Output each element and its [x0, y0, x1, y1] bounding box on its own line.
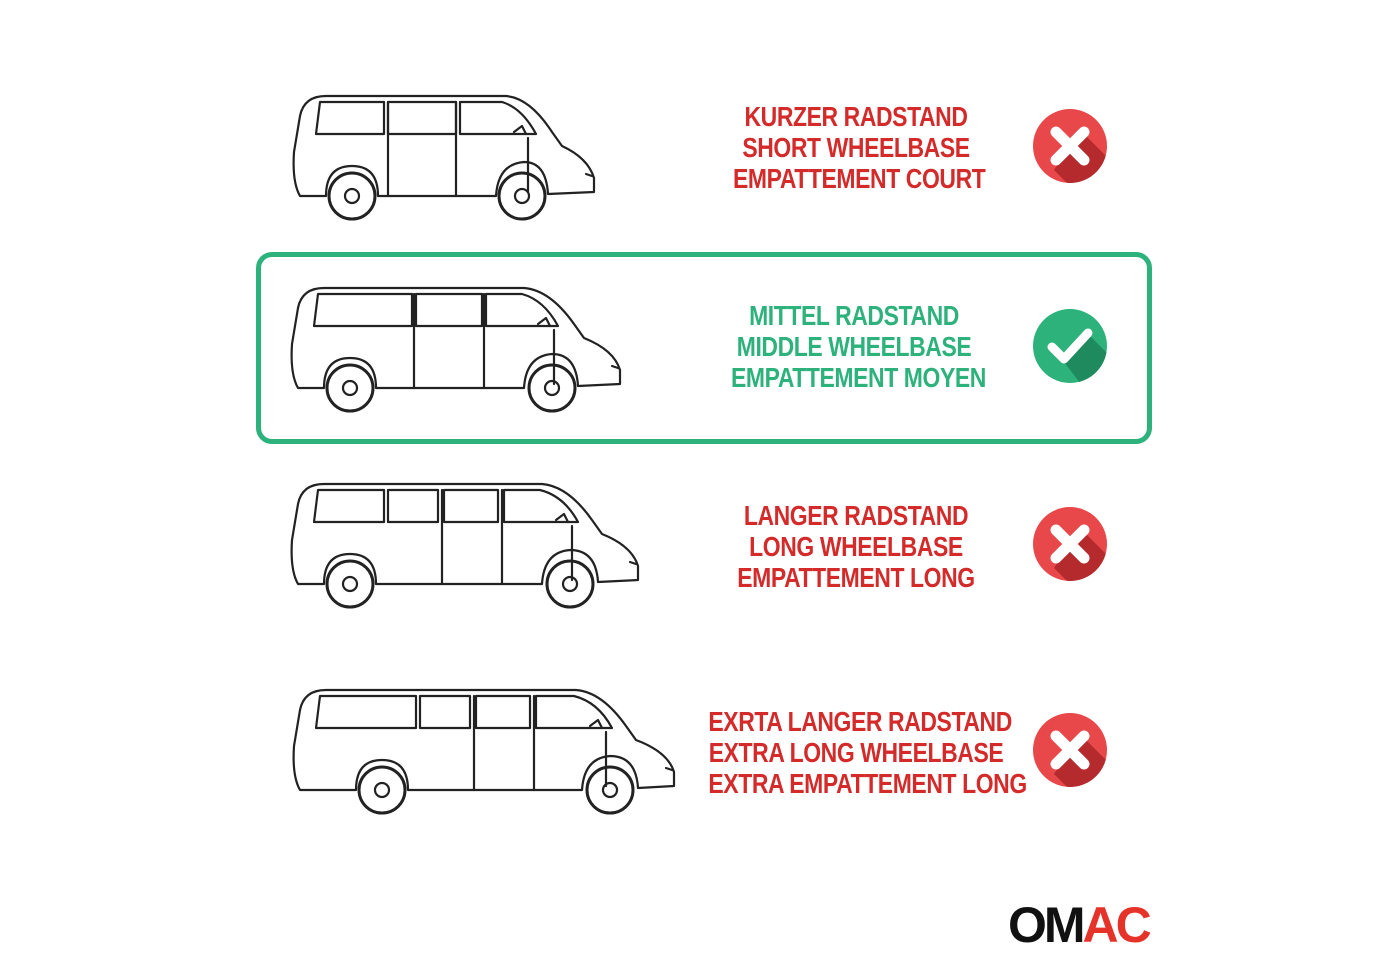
label-german: EXRTA LANGER RADSTAND [708, 706, 1012, 737]
label-english: EXTRA LONG WHEELBASE [708, 737, 1004, 768]
label-french: EMPATTEMENT COURT [733, 163, 986, 194]
label-french: EMPATTEMENT MOYEN [731, 362, 986, 393]
compatible-highlight-frame [256, 252, 1152, 444]
label-english: MIDDLE WHEELBASE [736, 331, 972, 362]
label-french: EMPATTEMENT LONG [737, 562, 975, 593]
cross-icon [1033, 109, 1107, 183]
omac-logo: OMAC [1008, 898, 1154, 948]
cross-icon [1033, 507, 1107, 581]
check-icon [1033, 309, 1107, 383]
logo-letters: OMAC [1008, 898, 1151, 948]
wheelbase-label: MITTEL RADSTAND MIDDLE WHEELBASE EMPATTE… [731, 300, 986, 393]
label-english: SHORT WHEELBASE [742, 132, 970, 163]
short-van-illustration [292, 94, 596, 221]
label-french: EXTRA EMPATTEMENT LONG [708, 768, 1027, 799]
long-van-illustration [290, 482, 640, 609]
wheelbase-label: EXRTA LANGER RADSTAND EXTRA LONG WHEELBA… [708, 706, 1027, 799]
label-english: LONG WHEELBASE [749, 531, 963, 562]
wheelbase-label: LANGER RADSTAND LONG WHEELBASE EMPATTEME… [733, 500, 979, 593]
label-german: LANGER RADSTAND [743, 500, 969, 531]
cross-icon [1033, 713, 1107, 787]
wheelbase-label: KURZER RADSTAND SHORT WHEELBASE EMPATTEM… [733, 101, 986, 194]
middle-van-illustration [290, 286, 622, 413]
label-german: MITTEL RADSTAND [749, 300, 959, 331]
extra-long-van-illustration [292, 688, 676, 815]
label-german: KURZER RADSTAND [744, 101, 968, 132]
